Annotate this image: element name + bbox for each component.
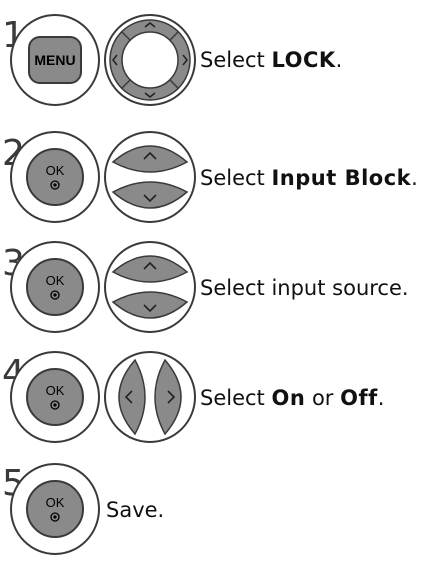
step-2-instruction: Select Input Block. [200, 166, 418, 190]
ok-label: OK [46, 495, 65, 510]
chevron-up-icon [144, 22, 156, 28]
ok-label: OK [46, 163, 65, 178]
ok-button[interactable]: OK [9, 350, 101, 444]
ok-button[interactable]: OK [9, 240, 101, 334]
chevron-right-icon [182, 54, 188, 66]
step-1-instruction: Select LOCK. [200, 48, 343, 72]
menu-label: MENU [34, 52, 75, 68]
step-4-instruction: Select On or Off. [200, 386, 385, 410]
dpad-updown[interactable] [103, 240, 197, 334]
ok-label: OK [46, 273, 65, 288]
step-3: 3 OK Select input source. [0, 236, 438, 336]
menu-button[interactable]: MENU [9, 13, 101, 107]
step-5: 5 OK Save. [0, 456, 438, 556]
ok-label: OK [46, 383, 65, 398]
chevron-left-icon [124, 390, 133, 404]
ok-button[interactable]: OK [9, 462, 101, 556]
step-1: 1 MENU Select LOCK. [0, 0, 438, 106]
step-3-instruction: Select input source. [200, 276, 409, 300]
step-5-instruction: Save. [106, 498, 165, 522]
step-2: 2 OK Select Input Block. [0, 124, 438, 224]
dpad-updown[interactable] [103, 130, 197, 224]
chevron-down-icon [143, 304, 157, 313]
step-4: 4 OK Select On or Off. [0, 346, 438, 446]
chevron-left-icon [112, 54, 118, 66]
ok-button[interactable]: OK [9, 130, 101, 224]
chevron-right-icon [167, 390, 176, 404]
chevron-up-icon [143, 151, 157, 160]
chevron-up-icon [143, 261, 157, 270]
chevron-down-icon [143, 194, 157, 203]
chevron-down-icon [144, 92, 156, 98]
dpad-leftright[interactable] [103, 350, 197, 444]
dpad-4way[interactable] [103, 13, 197, 107]
